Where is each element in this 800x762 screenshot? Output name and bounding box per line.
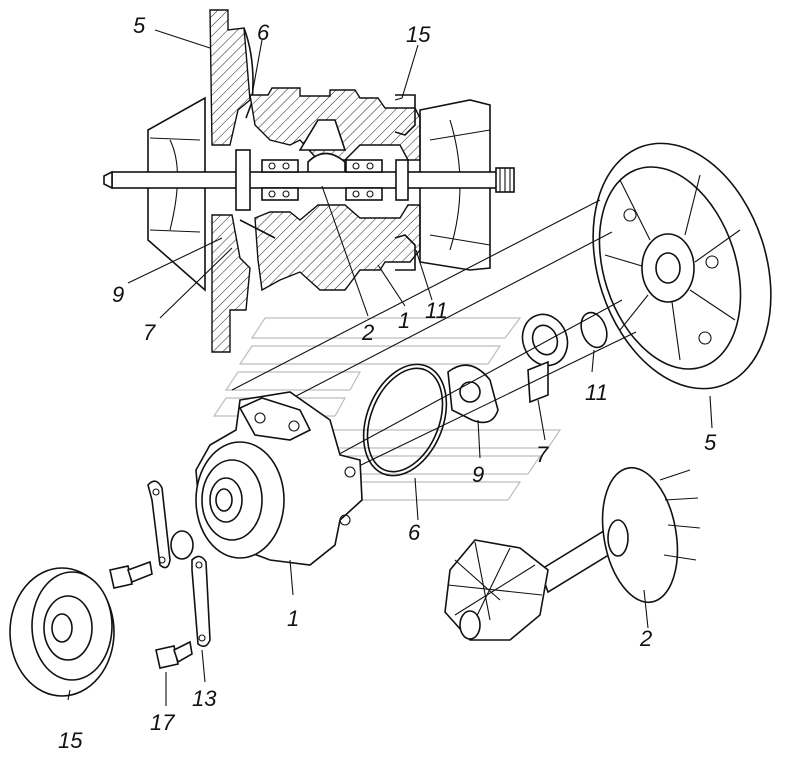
seal-sleeve-7 [521,313,569,404]
sectional-view [103,9,515,353]
retaining-plate-upper [147,480,171,569]
label-exp-6: 6 [408,520,421,545]
label-exp-15: 15 [58,728,83,753]
backplate-15 [9,567,115,701]
label-top-7: 7 [143,320,156,345]
label-exp-7: 7 [536,442,549,467]
turbine-wheel-outline [147,96,206,292]
label-top-2: 2 [361,320,374,345]
o-ring-11 [580,311,608,349]
label-top-6: 6 [257,20,270,45]
bearing-2-top [345,159,383,173]
bearing-1-bottom [261,187,299,201]
assembly-lines [231,199,637,481]
label-top-9: 9 [112,282,124,307]
turbine-housing-section-lower [211,214,251,353]
retaining-plate-13 [191,555,211,683]
bearing-housing-1 [195,391,363,596]
label-exp-1: 1 [287,606,299,631]
label-exp-2: 2 [639,626,652,651]
thrust-plate-9 [447,364,499,424]
label-top-5: 5 [133,13,146,38]
watermark-logo [212,317,562,501]
seal-ring [170,530,194,560]
bearing-2-bottom [345,187,383,201]
label-exp-5: 5 [704,430,717,455]
o-ring-6 [362,363,448,477]
bearing-1-top [261,159,299,173]
label-top-11: 11 [425,298,448,323]
bolt-upper [109,560,153,589]
turbine-housing-section-upper [209,9,251,146]
shaft [111,171,505,189]
label-exp-11: 11 [585,380,608,405]
label-exp-13: 13 [192,686,217,711]
label-top-1: 1 [398,308,410,333]
bearing-housing-lower [254,204,421,292]
label-exp-9: 9 [472,462,484,487]
compressor-housing [592,142,772,390]
turbine-wheel-shaft-2 [444,466,701,641]
label-exp-17: 17 [150,710,175,735]
label-top-15: 15 [406,22,431,47]
bolt-17 [155,640,193,706]
